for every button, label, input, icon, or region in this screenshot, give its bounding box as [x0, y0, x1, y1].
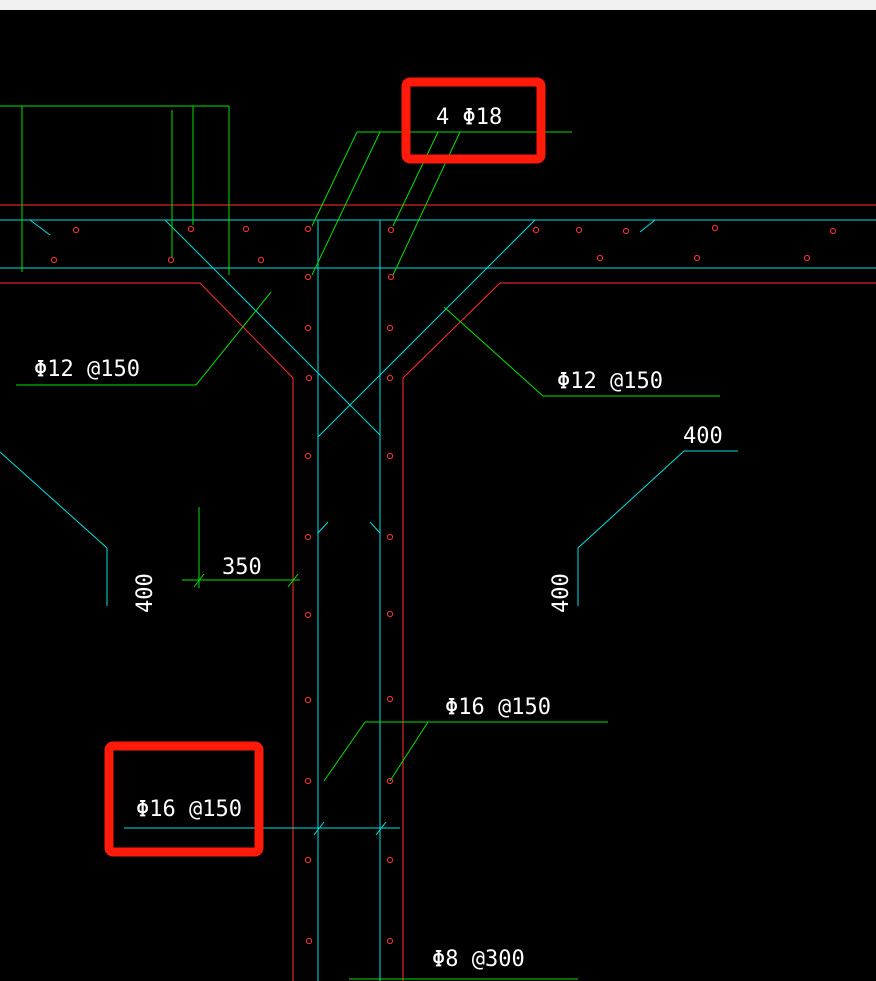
rebar-dot [386, 856, 394, 864]
cyan-reference-lines [0, 219, 876, 981]
rebar-dot [305, 937, 313, 945]
rebar-dot [386, 374, 394, 382]
concrete-outline [0, 204, 876, 981]
dim-400-top: 400 [683, 424, 723, 449]
label-phi12-right: Φ12 @150 [557, 369, 663, 394]
rebar-dot [242, 225, 250, 233]
label-phi8: Φ8 @300 [432, 947, 525, 972]
rebar-dot [386, 777, 394, 785]
label-phi12-left: Φ12 @150 [34, 357, 140, 382]
rebar-dot [575, 226, 583, 234]
rebar-dot [305, 374, 313, 382]
rebar-dot [304, 452, 312, 460]
rebar-dot [72, 226, 80, 234]
rebar-dot [386, 324, 394, 332]
title-bar [0, 0, 876, 10]
cad-drawing-canvas[interactable]: 4 Φ18 Φ12 @150 Φ12 @150 400 350 400 400 … [0, 10, 876, 981]
rebar-dot [596, 254, 604, 262]
highlight-phi16-150 [104, 741, 264, 857]
label-4phi18: 4 Φ18 [436, 105, 502, 130]
rebar-dot [386, 533, 394, 541]
rebar-dot [304, 533, 312, 541]
rebar-dot [187, 225, 195, 233]
rebar-dot [829, 227, 837, 235]
rebar-dot [803, 254, 811, 262]
label-phi16-left: Φ16 @150 [136, 797, 242, 822]
green-leader-lines [0, 105, 720, 980]
rebar-dot [304, 611, 312, 619]
rebar-dot [711, 224, 719, 232]
rebar-dot [532, 226, 540, 234]
rebar-dots [50, 224, 837, 945]
label-phi16-right: Φ16 @150 [445, 695, 551, 720]
dim-400-left: 400 [133, 573, 158, 613]
rebar-dot [304, 777, 312, 785]
rebar-dot [50, 256, 58, 264]
rebar-dot [304, 324, 312, 332]
rebar-dot [387, 226, 395, 234]
rebar-dot [693, 254, 701, 262]
dim-350: 350 [222, 555, 262, 580]
highlight-4phi18 [401, 77, 546, 164]
rebar-dot [304, 856, 312, 864]
rebar-dot [386, 695, 394, 703]
rebar-dot [387, 273, 395, 281]
dim-400-right: 400 [549, 573, 574, 613]
rebar-dot [304, 225, 312, 233]
rebar-dot [386, 610, 394, 618]
rebar-dot [167, 256, 175, 264]
rebar-dot [622, 227, 630, 235]
rebar-dot [257, 256, 265, 264]
rebar-dot [304, 696, 312, 704]
rebar-dot [386, 937, 394, 945]
rebar-dot [304, 273, 312, 281]
rebar-dot [386, 452, 394, 460]
